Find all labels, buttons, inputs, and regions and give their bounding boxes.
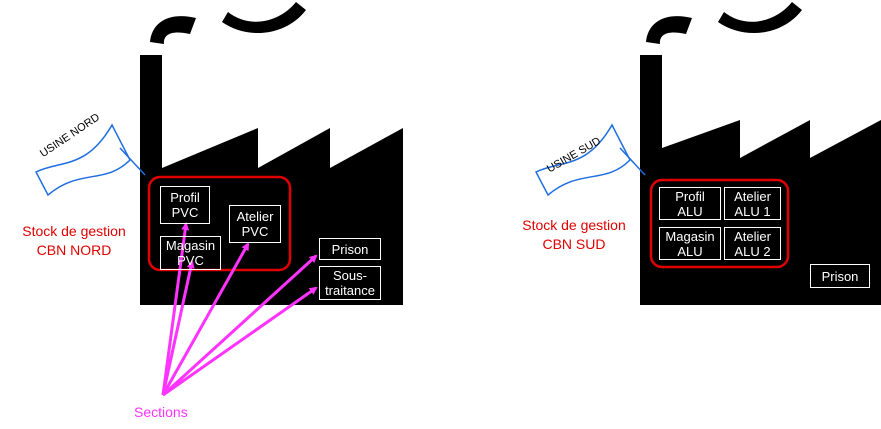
section-prison-south: Prison bbox=[810, 264, 870, 288]
arrow-to-sous-traitance bbox=[162, 286, 318, 397]
arrow-to-profil-pvc bbox=[161, 222, 190, 396]
arrow-to-prison bbox=[161, 254, 318, 397]
stock-box-north bbox=[147, 175, 292, 272]
section-arrows bbox=[161, 222, 318, 397]
section-atelier-alu-2: Atelier ALU 2 bbox=[724, 227, 781, 260]
section-atelier-alu-1: Atelier ALU 1 bbox=[724, 187, 781, 220]
stock-label-south: Stock de gestion CBN SUD bbox=[522, 217, 626, 252]
stock-box-south bbox=[649, 178, 790, 269]
section-prison-north: Prison bbox=[319, 238, 381, 260]
flag-usine-nord bbox=[34, 123, 146, 197]
section-atelier-pvc: Atelier PVC bbox=[229, 205, 281, 243]
factory-north-building bbox=[140, 2, 403, 305]
sections-label: Sections bbox=[134, 404, 188, 420]
flag-usine-sud bbox=[534, 123, 646, 197]
stock-label-north: Stock de gestion CBN NORD bbox=[22, 223, 126, 258]
section-magasin-alu: Magasin ALU bbox=[659, 227, 721, 260]
section-sous-traitance: Sous- traitance bbox=[319, 266, 381, 300]
arrow-to-magasin-pvc bbox=[161, 260, 195, 396]
section-magasin-pvc: Magasin PVC bbox=[160, 236, 221, 270]
section-profil-pvc: Profil PVC bbox=[160, 186, 210, 224]
section-profil-alu: Profil ALU bbox=[659, 187, 721, 220]
arrow-to-atelier-pvc bbox=[161, 242, 250, 396]
